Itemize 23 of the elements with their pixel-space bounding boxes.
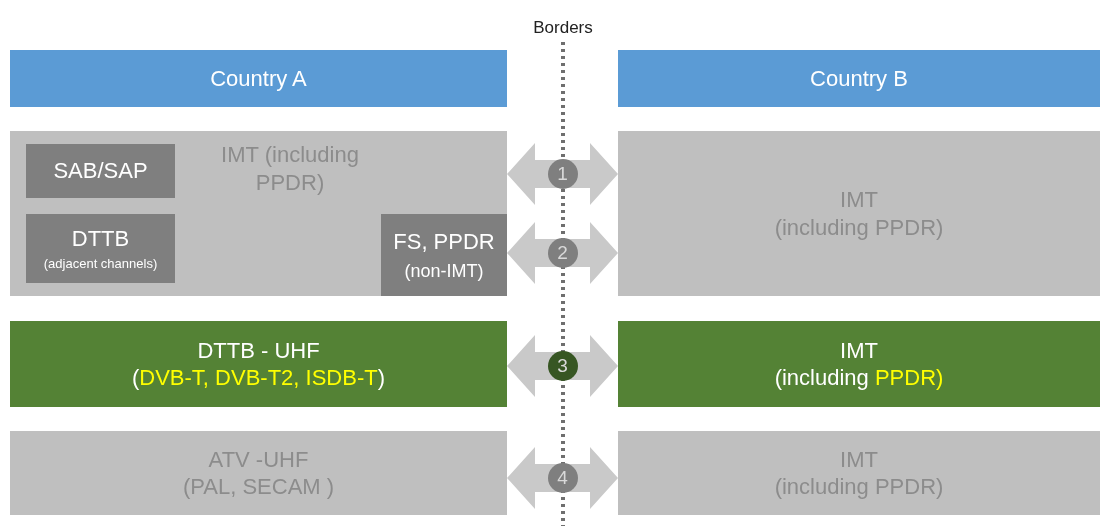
service-box bbox=[26, 214, 175, 283]
service-note: (adjacent channels) bbox=[43, 256, 158, 273]
service-box bbox=[381, 214, 507, 296]
service-band bbox=[618, 131, 1100, 296]
service-note: (including PPDR) bbox=[774, 364, 944, 392]
service-note: (non-IMT) bbox=[404, 259, 484, 282]
country-name: Country A bbox=[210, 64, 307, 93]
service-list: (DVB-T, DVB-T2, ISDB-T) bbox=[132, 364, 385, 392]
service-title: IMT bbox=[840, 336, 878, 364]
service-title: FS, PPDR bbox=[393, 228, 495, 256]
service-band bbox=[618, 431, 1100, 515]
service-title: DTTB bbox=[71, 224, 130, 253]
service-band bbox=[10, 131, 507, 296]
service-title: SAB/SAP bbox=[53, 157, 148, 185]
service-box bbox=[26, 144, 175, 198]
country-name: Country B bbox=[810, 64, 908, 93]
country-header bbox=[10, 50, 507, 107]
service-title: DTTB - UHF bbox=[197, 336, 320, 364]
service-band bbox=[10, 431, 507, 515]
service-band bbox=[618, 321, 1100, 407]
service-band bbox=[10, 321, 507, 407]
border-label: Borders bbox=[532, 17, 594, 39]
country-header bbox=[618, 50, 1100, 107]
